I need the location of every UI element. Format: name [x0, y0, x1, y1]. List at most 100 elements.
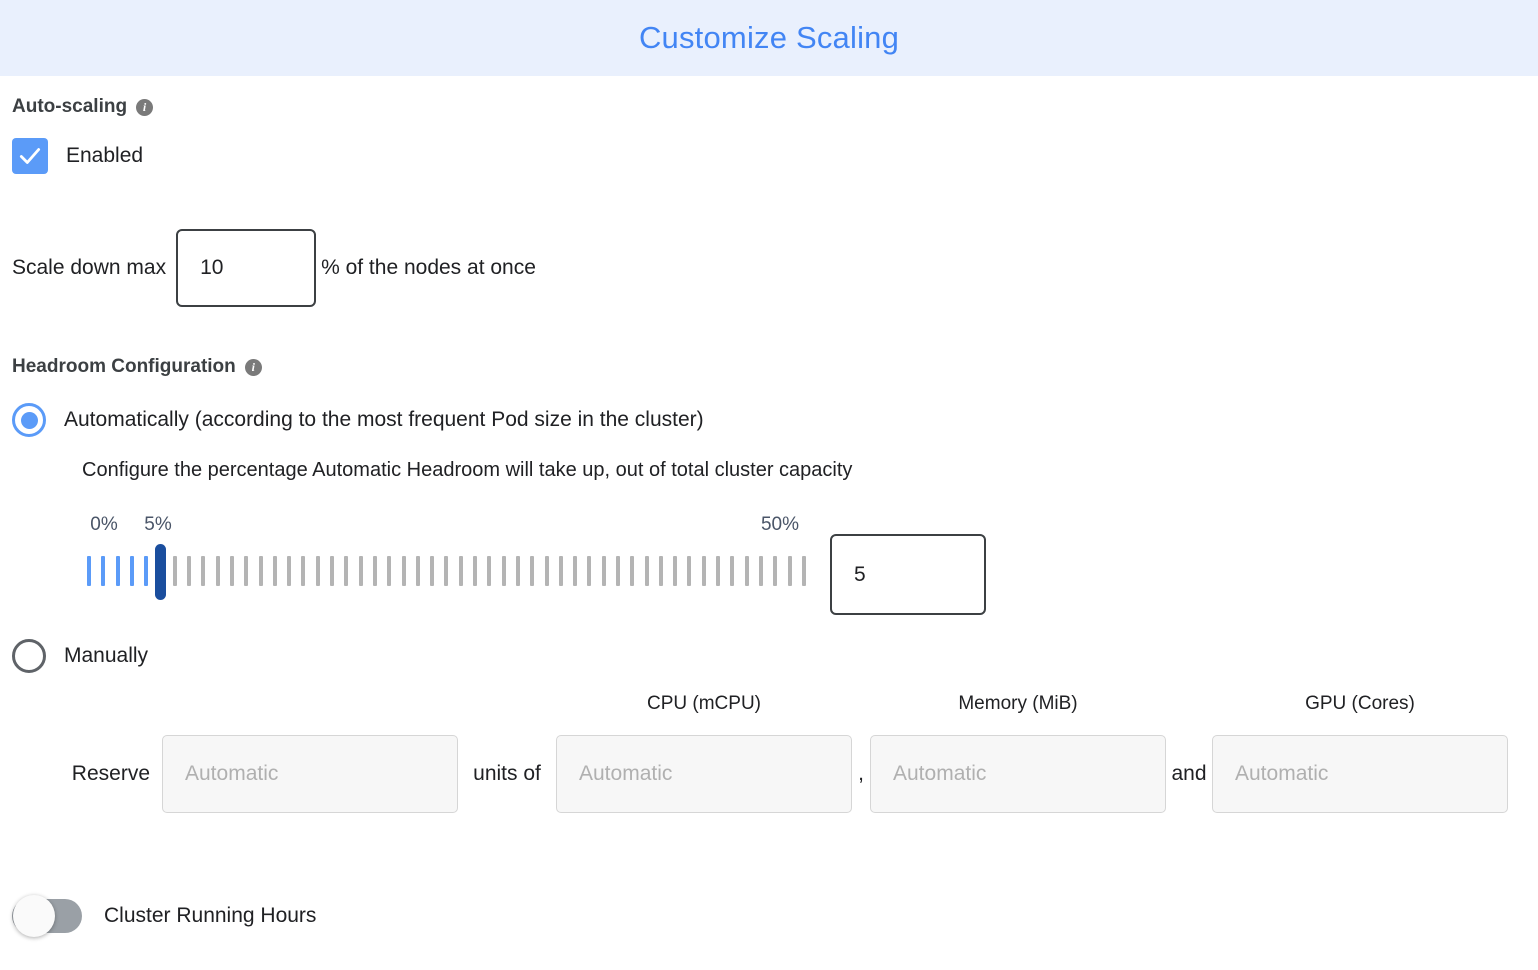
slider-tick[interactable] — [287, 556, 292, 586]
check-icon — [19, 148, 41, 164]
slider-tick[interactable] — [387, 556, 392, 586]
panel-header: Customize Scaling — [0, 0, 1538, 76]
slider-tick[interactable] — [644, 556, 649, 586]
slider-tick[interactable] — [573, 556, 578, 586]
slider-tick[interactable] — [673, 556, 678, 586]
slider-tick[interactable] — [258, 556, 263, 586]
slider-tick[interactable] — [187, 556, 192, 586]
reserve-units-input[interactable] — [162, 735, 458, 813]
slider-tick[interactable] — [601, 556, 606, 586]
scale-down-label: Scale down max — [12, 256, 167, 279]
slider-tick[interactable] — [444, 556, 449, 586]
slider-tick[interactable] — [458, 556, 463, 586]
slider-tick[interactable] — [744, 556, 749, 586]
reserve-inputs-row: Reserve units of , and — [12, 735, 1526, 813]
slider-tick[interactable] — [201, 556, 206, 586]
slider-tick[interactable] — [558, 556, 563, 586]
slider-tick[interactable] — [687, 556, 692, 586]
auto-scaling-enabled-row[interactable]: Enabled — [12, 138, 1526, 174]
reserve-memory-input[interactable] — [870, 735, 1166, 813]
slider-min-label: 0% — [90, 514, 118, 535]
reserve-col-header-cpu: CPU (mCPU) — [647, 693, 761, 714]
headroom-automatic-description: Configure the percentage Automatic Headr… — [82, 459, 853, 481]
scale-down-row: Scale down max % of the nodes at once — [12, 229, 1526, 307]
headroom-automatic-row[interactable]: Automatically (according to the most fre… — [12, 403, 1526, 437]
slider-tick[interactable] — [773, 556, 778, 586]
radio-manually[interactable] — [12, 639, 46, 673]
headroom-slider-area: 0% 5% 50% — [12, 514, 1526, 615]
reserve-grid: CPU (mCPU) Memory (MiB) GPU (Cores) Rese… — [12, 685, 1526, 813]
slider-tick[interactable] — [630, 556, 635, 586]
headroom-value-input[interactable] — [830, 534, 986, 615]
slider-tick[interactable] — [315, 556, 320, 586]
reserve-cpu-input[interactable] — [556, 735, 852, 813]
radio-automatic[interactable] — [12, 403, 46, 437]
slider-tick[interactable] — [716, 556, 721, 586]
slider-tick[interactable] — [244, 556, 249, 586]
slider-tick[interactable] — [515, 556, 520, 586]
slider-tick[interactable] — [101, 556, 106, 586]
slider-labels: 0% 5% 50% — [12, 514, 1526, 540]
slider-tick[interactable] — [530, 556, 535, 586]
scale-down-input[interactable] — [176, 229, 317, 307]
headroom-label: Headroom Configuration — [12, 356, 236, 377]
slider-tick[interactable] — [544, 556, 549, 586]
slider-tick[interactable] — [401, 556, 406, 586]
slider-tick[interactable] — [473, 556, 478, 586]
headroom-slider[interactable] — [87, 552, 816, 590]
reserve-gpu-input[interactable] — [1212, 735, 1508, 813]
headroom-section: Headroom Configuration i Automatically (… — [12, 356, 1526, 813]
slider-tick[interactable] — [587, 556, 592, 586]
slider-tick[interactable] — [358, 556, 363, 586]
reserve-and-label: and — [1171, 762, 1207, 785]
page-title: Customize Scaling — [638, 20, 900, 55]
cluster-running-hours-toggle[interactable] — [12, 895, 82, 937]
radio-manually-label: Manually — [64, 644, 149, 667]
slider-tick[interactable] — [615, 556, 620, 586]
reserve-prefix-label: Reserve — [71, 762, 150, 785]
slider-tick[interactable] — [301, 556, 306, 586]
panel-body: Auto-scaling i Enabled Scale down max % … — [0, 96, 1538, 937]
reserve-col-header-memory: Memory (MiB) — [958, 693, 1078, 714]
headroom-heading: Headroom Configuration i — [12, 356, 1526, 378]
slider-tick[interactable] — [330, 556, 335, 586]
slider-tick[interactable] — [215, 556, 220, 586]
info-icon[interactable]: i — [136, 98, 154, 116]
slider-tick[interactable] — [272, 556, 277, 586]
slider-tick[interactable] — [701, 556, 706, 586]
slider-tick[interactable] — [172, 556, 177, 586]
headroom-manual-row[interactable]: Manually — [12, 639, 1526, 673]
slider-tick[interactable] — [229, 556, 234, 586]
auto-scaling-label: Auto-scaling — [12, 96, 128, 117]
reserve-units-of-label: units of — [473, 762, 541, 785]
slider-tick[interactable] — [87, 556, 91, 586]
slider-value-label: 5% — [144, 514, 172, 535]
slider-thumb[interactable] — [154, 544, 166, 600]
slider-tick[interactable] — [430, 556, 435, 586]
enabled-checkbox[interactable] — [12, 138, 48, 174]
slider-tick[interactable] — [658, 556, 663, 586]
slider-tick[interactable] — [758, 556, 763, 586]
radio-automatic-dot — [20, 411, 38, 429]
scale-down-suffix: % of the nodes at once — [321, 256, 536, 279]
slider-tick[interactable] — [730, 556, 735, 586]
reserve-column-headers: CPU (mCPU) Memory (MiB) GPU (Cores) — [12, 685, 1526, 715]
radio-automatic-label: Automatically (according to the most fre… — [64, 408, 704, 431]
auto-scaling-heading: Auto-scaling i — [12, 96, 1526, 118]
auto-scaling-section: Auto-scaling i Enabled — [12, 96, 1526, 174]
slider-tick[interactable] — [801, 556, 806, 586]
reserve-comma-label: , — [858, 762, 864, 785]
slider-tick[interactable] — [115, 556, 120, 586]
slider-tick[interactable] — [501, 556, 506, 586]
slider-tick[interactable] — [144, 556, 149, 586]
cluster-running-hours-row[interactable]: Cluster Running Hours — [12, 895, 1526, 937]
slider-tick[interactable] — [372, 556, 377, 586]
slider-tick[interactable] — [129, 556, 134, 586]
slider-tick[interactable] — [487, 556, 492, 586]
slider-tick[interactable] — [415, 556, 420, 586]
slider-tick[interactable] — [344, 556, 349, 586]
slider-tick[interactable] — [787, 556, 792, 586]
info-icon[interactable]: i — [244, 358, 262, 376]
headroom-manual-block: Manually CPU (mCPU) Memory (MiB) GPU (Co… — [12, 639, 1526, 813]
